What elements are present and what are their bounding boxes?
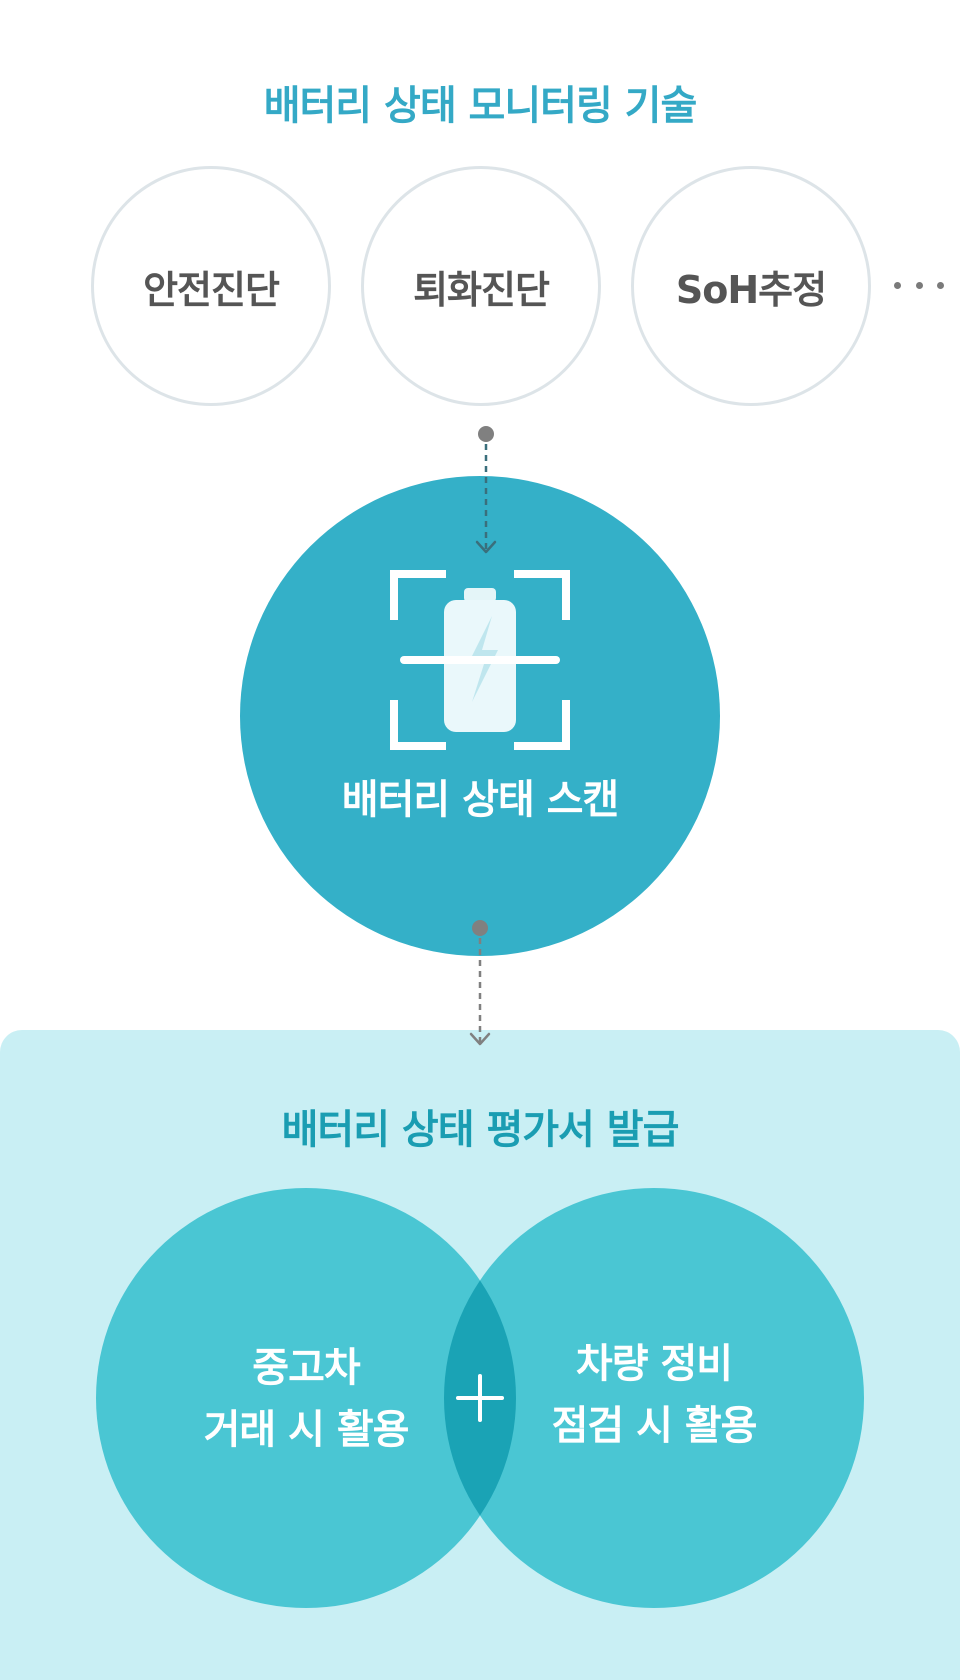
connector-arrow-top: [475, 426, 497, 554]
venn-diagram: [96, 1188, 864, 1608]
tech-label-degradation: 퇴화진단: [413, 267, 550, 312]
monitoring-title: 배터리 상태 모니터링 기술: [263, 83, 698, 129]
venn-label-used-car: 중고차 거래 시 활용: [156, 1337, 456, 1461]
tech-circle-safety: 안전진단: [91, 166, 331, 406]
ellipsis-dot: [894, 281, 901, 289]
ellipsis-icon: [894, 268, 944, 302]
venn-label-line: 중고차: [252, 1345, 360, 1391]
tech-circle-soh: SoH추정: [631, 166, 871, 406]
venn-label-maintenance: 차량 정비 점검 시 활용: [504, 1333, 804, 1457]
tech-label-safety: 안전진단: [143, 267, 280, 312]
tech-label-soh: SoH추정: [675, 267, 827, 312]
ellipsis-dot: [937, 281, 944, 289]
venn-label-line: 거래 시 활용: [203, 1407, 410, 1453]
tech-circle-degradation: 퇴화진단: [361, 166, 601, 406]
venn-circle-maintenance: [444, 1188, 864, 1608]
plus-icon: [456, 1374, 504, 1422]
scan-frame-icon: [390, 570, 570, 750]
ellipsis-dot: [915, 281, 923, 289]
chevron-down-icon: [469, 1032, 491, 1046]
battery-icon: [444, 600, 516, 732]
scan-label: 배터리 상태 스캔: [341, 777, 619, 823]
connector-arrow-bottom: [469, 920, 491, 1046]
issuance-title: 배터리 상태 평가서 발급: [281, 1107, 680, 1153]
chevron-down-icon: [475, 540, 497, 554]
venn-label-line: 차량 정비: [575, 1341, 733, 1387]
battery-scan-icon: [390, 570, 570, 750]
connector-dot: [472, 920, 488, 936]
venn-circle-used-car: [96, 1188, 516, 1608]
battery-cap-icon: [464, 588, 496, 602]
venn-label-line: 점검 시 활용: [551, 1403, 758, 1449]
connector-dot: [478, 426, 494, 442]
